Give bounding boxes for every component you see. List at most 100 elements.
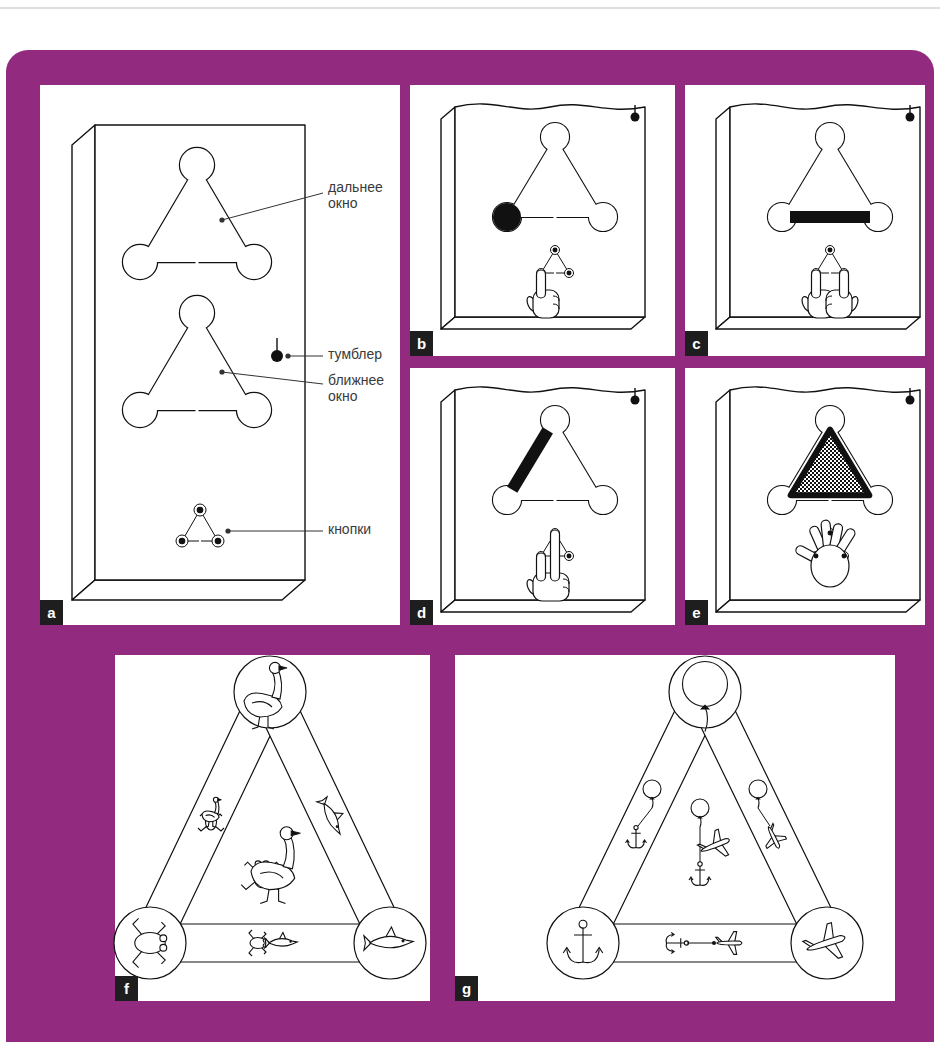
panel-letter: a [40,600,63,625]
panel-letter: c [685,331,708,356]
goose-beak [291,831,300,836]
anchor-arms [567,949,599,962]
window-lobe [589,486,617,514]
window-lobe [180,148,214,182]
tether [687,943,714,944]
anchor-ring [698,862,702,866]
goose-icon [251,827,300,904]
device-side [716,107,730,329]
callout-label: ближнее окно [328,373,396,404]
frog-eye [160,944,167,951]
anchor-tips [626,840,647,843]
palm [811,545,849,587]
triangle-window [123,148,271,279]
balloon [691,799,709,817]
window-lobe-fill [237,245,271,279]
finger [537,553,546,581]
triangle-window [123,296,271,427]
finger [812,270,821,298]
dolphin-eye [290,941,291,942]
window-lobe-fill [493,203,521,231]
open-hand [794,520,856,587]
panel-letter-text: c [692,336,700,351]
button [212,535,224,547]
leader-dot [225,528,230,533]
airplane-icon [716,932,742,955]
anchor-icon [666,933,688,954]
curled-finger [826,304,832,309]
anchor-shaft [667,938,685,948]
dolphin-body [370,936,414,947]
frog-body [250,938,266,949]
goose-icon [244,662,287,729]
button [176,535,188,547]
figure-panel [410,368,675,625]
dolphin-icon [317,794,351,837]
panel-letter: f [115,976,138,1001]
button-dot [842,554,847,559]
picture-lobe [547,907,619,979]
window-fill [782,420,878,500]
figure-panel [410,85,675,356]
balloon-knot [651,798,654,800]
dolphin-fin [386,927,396,937]
curled-finger [553,304,559,309]
button-dot [567,271,572,276]
panel-letter-text: e [692,605,700,620]
button-dot [814,554,819,559]
anchor-icon [626,825,647,847]
airplane-icon [800,920,850,967]
panel-letter-text: a [47,605,55,620]
leader-line [222,193,323,220]
window-lobe-fill [541,123,569,151]
device-face [95,125,305,580]
window-lobe [237,393,271,427]
lit-bar [790,211,870,223]
device-side [441,107,455,329]
window-lobe-fill [237,393,271,427]
callout-label: тумблер [328,347,396,363]
leader-line [228,531,323,532]
purple-panel [6,50,934,1042]
finger [537,270,546,298]
anchor-shaft [574,928,592,962]
button-dot [567,554,572,559]
leader-dot [219,369,224,374]
window-lobe-fill [816,123,844,151]
figure-panel [685,368,925,625]
leader-line [288,356,323,357]
anchor-ring [579,920,587,928]
panel-letter-text: g [462,981,471,996]
window-gap [196,408,199,412]
frog-icon [133,918,167,967]
button-dot [179,538,186,545]
button-dot [842,554,847,559]
tether-knot [712,941,716,945]
lit-lobe [493,203,521,231]
plane-body [806,934,846,952]
curled-finger [826,296,832,301]
window-lobe-fill [589,203,617,231]
goose-beak [218,799,222,801]
device-face [730,387,920,600]
window-lobe [180,296,214,330]
toggle-base [906,396,915,405]
device-partial [441,387,645,612]
window-lobe [123,245,157,279]
button-dot [828,531,833,536]
device-partial [716,387,920,612]
dolphin-icon [265,933,297,948]
plane-body [700,837,730,853]
button [565,269,574,278]
panel-letter: d [410,600,433,625]
anchor-arms [627,841,644,848]
toggle-base [631,396,640,405]
panel-letter: e [685,600,708,625]
anchor-arms [666,934,673,951]
dolphin-body [269,939,298,946]
anchor-shaft [695,866,705,885]
picture-triangle [547,656,863,979]
anchor-tips [671,933,674,954]
